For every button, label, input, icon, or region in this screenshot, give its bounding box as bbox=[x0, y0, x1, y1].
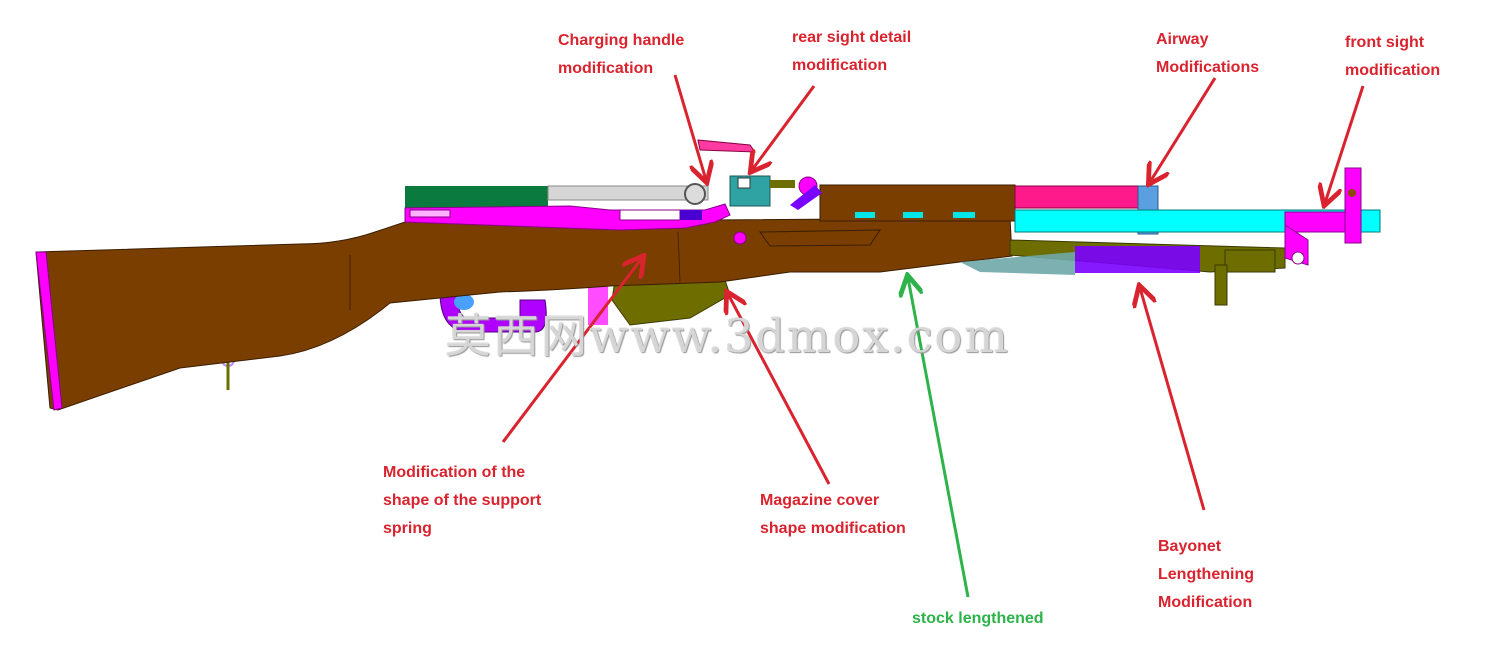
trigger-guard bbox=[439, 280, 608, 333]
rear-sight bbox=[729, 175, 822, 210]
label-charging-handle: Charging handle modification bbox=[558, 32, 685, 77]
gas-tube bbox=[1014, 185, 1141, 209]
arrow-rear-sight bbox=[752, 85, 816, 170]
label-front-sight: front sight modification bbox=[1345, 34, 1441, 79]
label-magazine-cover: Magazine cover shape modification bbox=[760, 492, 906, 537]
arrow-front-sight bbox=[1325, 85, 1365, 203]
label-rear-sight: rear sight detail modification bbox=[792, 29, 912, 74]
label-airway: Airway Modifications bbox=[1156, 31, 1260, 76]
charging-handle bbox=[684, 183, 706, 205]
arrow-support-spring bbox=[501, 258, 642, 443]
front-sight bbox=[1284, 167, 1362, 266]
label-bayonet: Bayonet Lengthening Modification bbox=[1158, 538, 1254, 611]
dust-cover bbox=[405, 186, 548, 208]
watermark: 莫西网www.3dmox.com bbox=[445, 309, 1010, 363]
cleaning-rod-tip bbox=[697, 139, 756, 153]
label-support-spring: Modification of the shape of the support… bbox=[383, 464, 542, 537]
butt-plate bbox=[35, 251, 63, 411]
arrow-bayonet bbox=[1140, 288, 1206, 511]
label-stock: stock lengthened bbox=[912, 610, 1044, 627]
bayonet bbox=[960, 239, 1286, 306]
arrow-airway bbox=[1150, 77, 1217, 182]
arrow-magazine-cover bbox=[728, 294, 831, 485]
stock bbox=[35, 217, 1013, 411]
arrow-stock bbox=[908, 278, 970, 598]
arrow-charging-handle bbox=[673, 74, 706, 180]
